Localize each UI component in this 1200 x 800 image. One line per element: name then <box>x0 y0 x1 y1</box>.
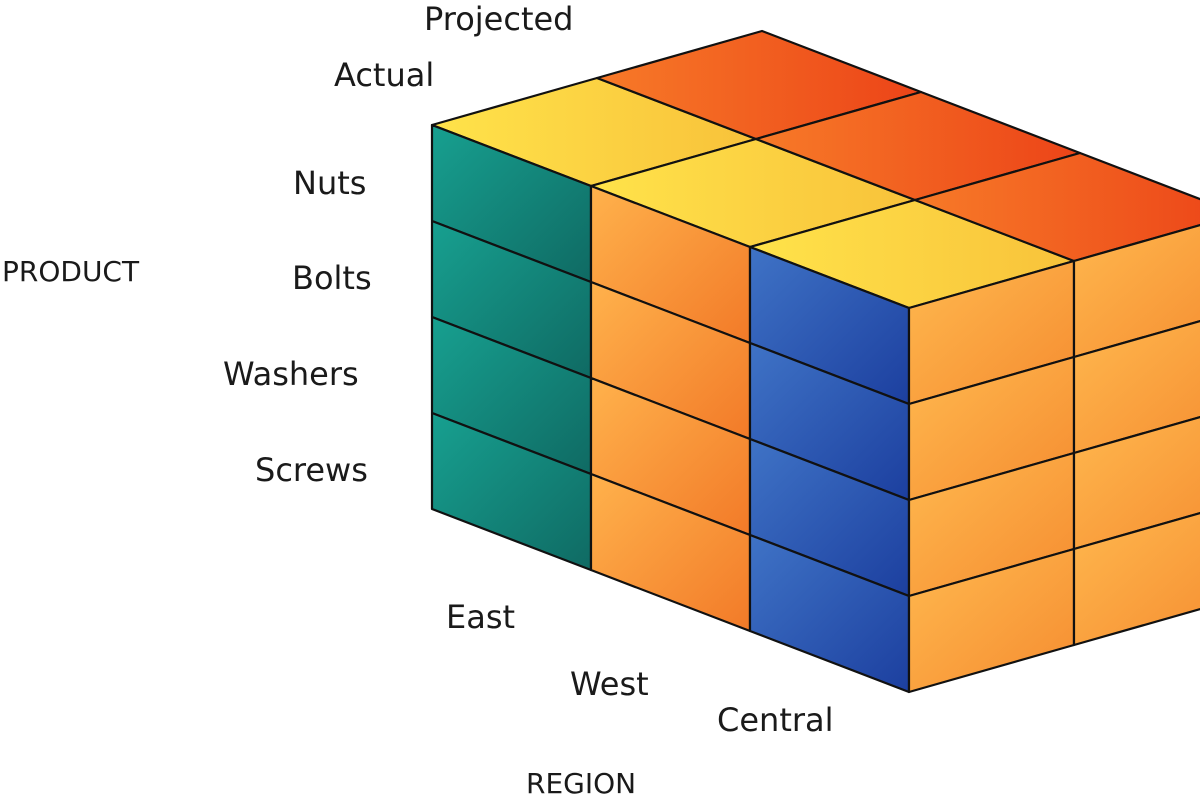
region-axis-title: REGION <box>526 767 637 800</box>
product-label-screws: Screws <box>255 451 368 489</box>
measure-label-projected: Projected <box>424 0 574 38</box>
region-label-east: East <box>446 598 516 636</box>
side-cell-projected-screws <box>1072 511 1200 647</box>
product-label-washers: Washers <box>223 355 359 393</box>
region-label-west: West <box>570 665 649 703</box>
product-label-bolts: Bolts <box>292 259 372 297</box>
side-cell-projected-washers <box>1072 415 1200 551</box>
side-cell-projected-bolts <box>1072 319 1200 455</box>
measure-label-actual: Actual <box>334 56 435 94</box>
product-label-nuts: Nuts <box>293 164 367 202</box>
top-cell-projected-central <box>913 151 1200 263</box>
side-cell-projected-nuts <box>1072 223 1200 359</box>
region-label-central: Central <box>717 701 834 739</box>
product-axis-title: PRODUCT <box>2 255 140 288</box>
